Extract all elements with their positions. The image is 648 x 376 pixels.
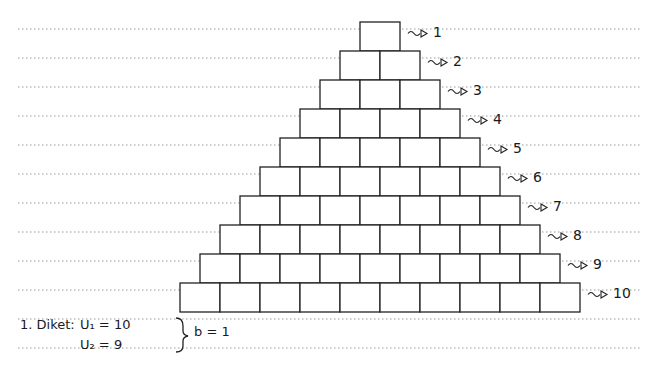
brick: [380, 51, 420, 80]
brick: [440, 196, 480, 225]
brick: [480, 196, 520, 225]
brick: [340, 167, 380, 196]
brick: [360, 22, 400, 51]
brick: [320, 80, 360, 109]
note-text: U₁ = 10: [80, 318, 130, 332]
dotted-rule: [18, 29, 640, 30]
brick: [380, 109, 420, 138]
brick: [460, 167, 500, 196]
brick: [360, 80, 400, 109]
squiggle-arrow: [528, 206, 540, 210]
row-number: 3: [473, 83, 482, 98]
row-number: 2: [453, 54, 462, 69]
brick: [460, 283, 500, 312]
brick: [420, 225, 460, 254]
arrow-head: [541, 204, 547, 211]
brick: [340, 225, 380, 254]
brick: [320, 196, 360, 225]
row-number: 6: [533, 170, 542, 185]
brick: [420, 167, 460, 196]
ruled-lines: [18, 29, 640, 348]
row-number: 5: [513, 141, 522, 156]
arrow-head: [461, 88, 467, 95]
brick: [440, 254, 480, 283]
brick: [340, 51, 380, 80]
brick: [180, 283, 220, 312]
pointer-arrows: [408, 30, 607, 298]
brick: [380, 225, 420, 254]
brick: [440, 138, 480, 167]
note-text: 1. Diket:: [20, 318, 75, 332]
brick: [200, 254, 240, 283]
brick: [300, 225, 340, 254]
note-text: b = 1: [194, 325, 230, 339]
brick: [240, 196, 280, 225]
squiggle-arrow: [448, 90, 460, 94]
brick: [380, 283, 420, 312]
squiggle-arrow: [428, 61, 440, 65]
brick: [260, 283, 300, 312]
arrow-head: [441, 59, 447, 66]
squiggle-arrow: [408, 32, 420, 36]
brick: [320, 254, 360, 283]
row-number: 9: [593, 257, 602, 272]
row-number: 10: [613, 286, 631, 301]
brick: [400, 138, 440, 167]
squiggle-arrow: [468, 119, 480, 123]
brick: [280, 254, 320, 283]
brick: [480, 254, 520, 283]
brick: [260, 225, 300, 254]
arrow-head: [521, 175, 527, 182]
row-number: 7: [553, 199, 562, 214]
bricks: [180, 22, 580, 312]
brick: [220, 225, 260, 254]
brick: [380, 167, 420, 196]
brick: [420, 109, 460, 138]
arrow-head: [581, 262, 587, 269]
brick: [520, 254, 560, 283]
brick: [500, 225, 540, 254]
brick: [260, 167, 300, 196]
brick: [360, 254, 400, 283]
brick: [500, 283, 540, 312]
squiggle-arrow: [588, 293, 600, 297]
brick: [420, 283, 460, 312]
squiggle-arrow: [548, 235, 560, 239]
row-number: 1: [433, 25, 442, 40]
brick: [340, 283, 380, 312]
brace: [176, 318, 188, 352]
arrow-head: [561, 233, 567, 240]
arrow-head: [481, 117, 487, 124]
brick: [360, 196, 400, 225]
note-text: U₂ = 9: [80, 338, 122, 352]
brick: [320, 138, 360, 167]
brick: [280, 196, 320, 225]
brick: [340, 109, 380, 138]
brick: [240, 254, 280, 283]
squiggle-arrow: [488, 148, 500, 152]
brick: [280, 138, 320, 167]
arrow-head: [421, 30, 427, 37]
brick: [220, 283, 260, 312]
arrow-head: [501, 146, 507, 153]
brick: [400, 196, 440, 225]
brick: [400, 254, 440, 283]
brick: [300, 109, 340, 138]
arrow-head: [601, 291, 607, 298]
row-number: 4: [493, 112, 502, 127]
brick: [540, 283, 580, 312]
brick: [460, 225, 500, 254]
brick: [400, 80, 440, 109]
row-number: 8: [573, 228, 582, 243]
brick: [300, 167, 340, 196]
squiggle-arrow: [568, 264, 580, 268]
dotted-rule: [18, 58, 640, 59]
brick: [360, 138, 400, 167]
brick: [300, 283, 340, 312]
squiggle-arrow: [508, 177, 520, 181]
